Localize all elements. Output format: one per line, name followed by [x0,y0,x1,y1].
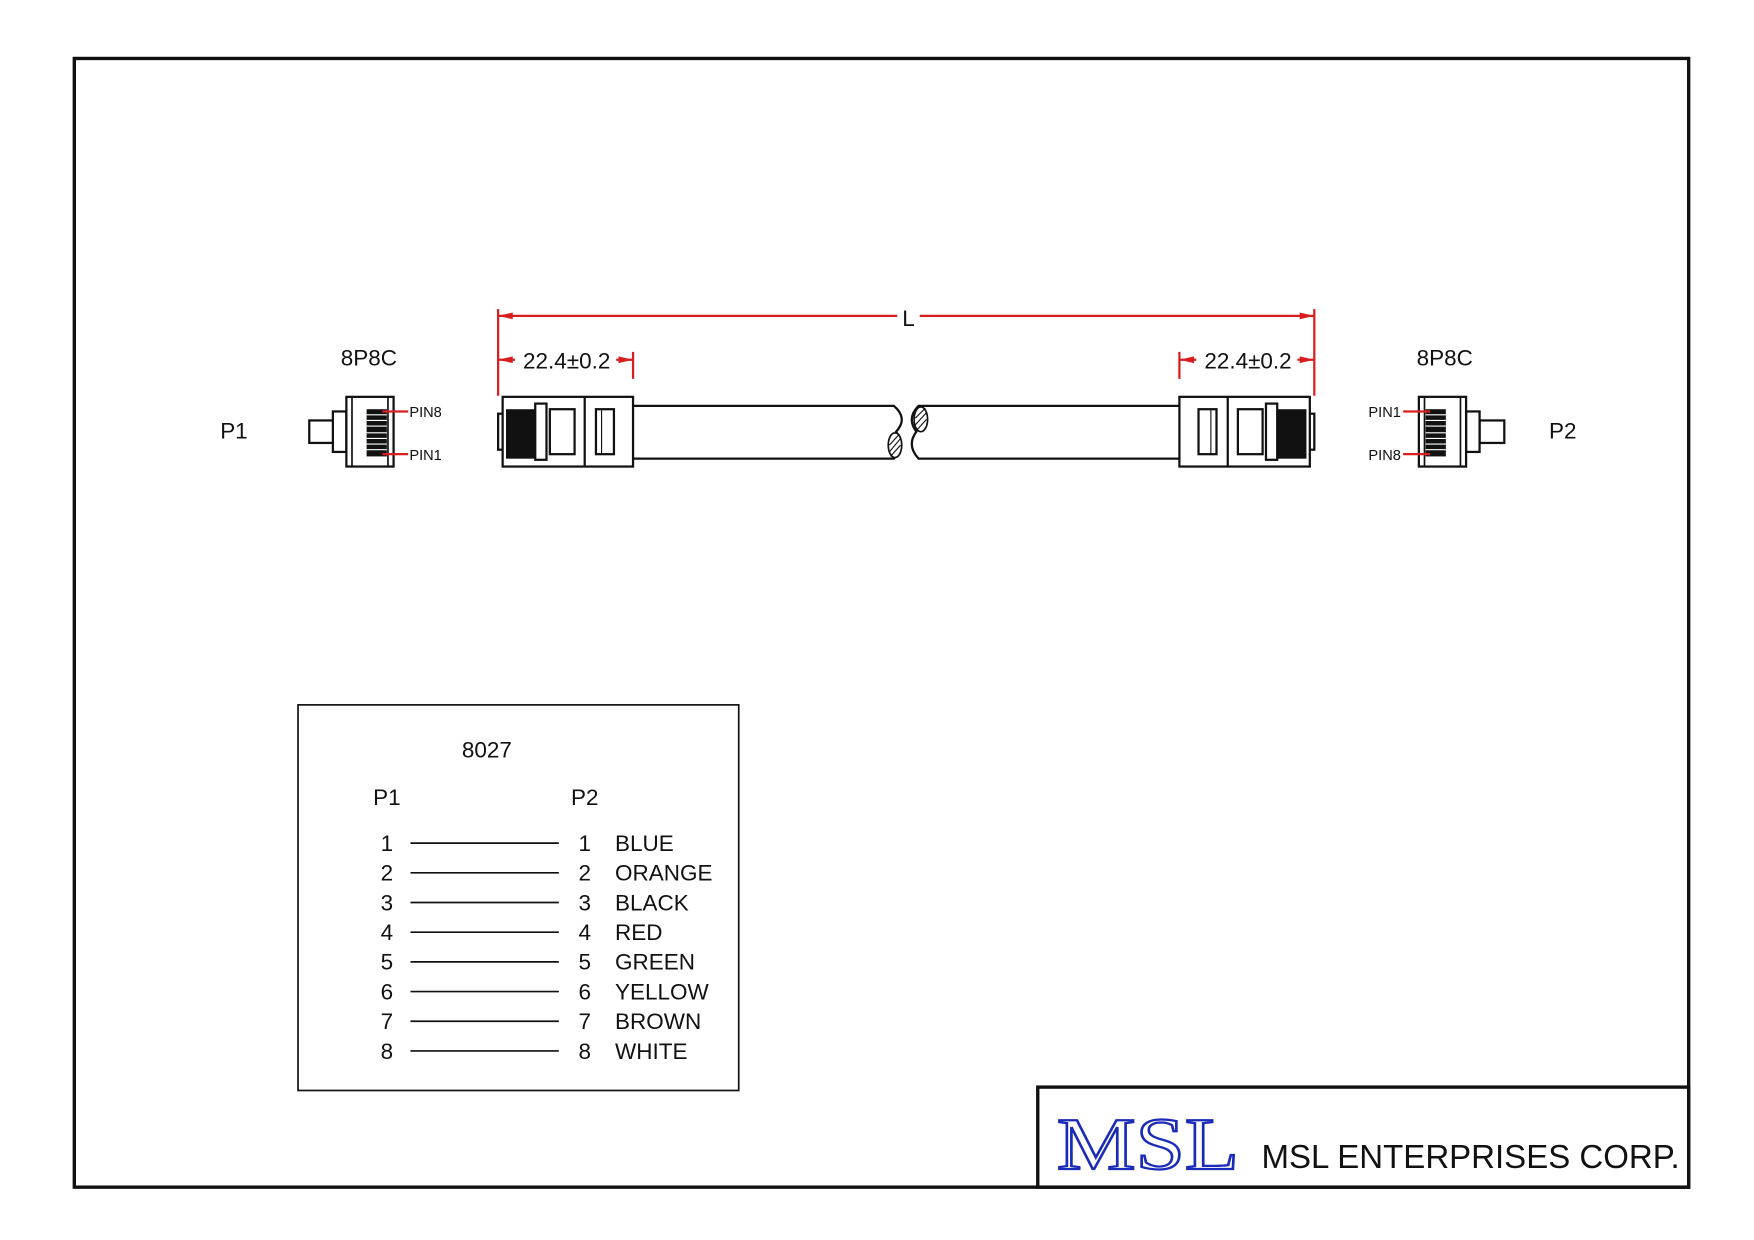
dimension-length: L [497,303,1316,396]
table-row: 8 8 WHITE [381,1039,688,1064]
connector-front-view-p2 [1403,395,1506,468]
end-label-p2: P2 [1549,418,1576,443]
wire-color: BROWN [615,1009,701,1034]
wire-color: BLUE [615,831,674,856]
table-row: 7 7 BROWN [381,1009,702,1034]
table-row: 6 6 YELLOW [381,979,710,1004]
p2-pin: 4 [578,920,591,945]
wire-color: YELLOW [615,979,709,1004]
drawing-frame [72,56,1691,1189]
cable-left-segment [633,404,903,460]
p1-pin: 1 [381,831,394,856]
p1-pin: 3 [381,890,394,915]
msl-logo: MSL [1057,1104,1239,1186]
p2-pin: 5 [578,950,591,975]
table-row: 3 3 BLACK [381,890,689,915]
table-row: 2 2 ORANGE [381,861,713,886]
end-label-p1: P1 [220,418,247,443]
p2-pin: 2 [578,861,591,886]
connector-type-right: 8P8C [1417,345,1473,370]
table-row: 1 1 BLUE [381,831,674,856]
pin-label-right-top: PIN1 [1368,405,1400,421]
col-header-p2: P2 [571,785,598,810]
table-title: 8027 [462,738,512,763]
pin-label-left-bottom: PIN1 [409,448,441,464]
p1-pin: 5 [381,950,394,975]
dimension-left-plug: 22.4±0.2 [498,349,635,379]
title-block: MSL MSL ENTERPRISES CORP. [1036,1085,1691,1189]
connector-type-left: 8P8C [341,345,397,370]
wire-color: ORANGE [615,861,712,886]
wire-color: GREEN [615,950,695,975]
table-row: 4 4 RED [381,920,663,945]
p2-pin: 8 [578,1039,591,1064]
pin-label-right-bottom: PIN8 [1368,448,1400,464]
table-row: 5 5 GREEN [381,950,695,975]
col-header-p1: P1 [373,785,400,810]
p2-pin: 1 [578,831,591,856]
wire-color: BLACK [615,890,689,915]
dim-right-label: 22.4±0.2 [1204,349,1291,374]
p2-pin: 6 [578,979,591,1004]
length-label: L [902,306,915,331]
p2-pin: 7 [578,1009,591,1034]
dim-left-label: 22.4±0.2 [523,349,610,374]
cable-right-segment [910,404,1180,460]
p1-pin: 7 [381,1009,394,1034]
plug-side-view-right [1178,395,1316,468]
pin-label-left-top: PIN8 [409,405,441,421]
p1-pin: 6 [381,979,394,1004]
company-name: MSL ENTERPRISES CORP. [1261,1138,1679,1176]
p1-pin: 8 [381,1039,394,1064]
wire-color: WHITE [615,1039,687,1064]
dimension-right-plug: 22.4±0.2 [1178,349,1315,379]
p2-pin: 3 [578,890,591,915]
wire-color: RED [615,920,662,945]
p1-pin: 2 [381,861,394,886]
p1-pin: 4 [381,920,394,945]
connector-front-view-p1 [308,395,409,468]
plug-side-view-left [497,395,635,468]
